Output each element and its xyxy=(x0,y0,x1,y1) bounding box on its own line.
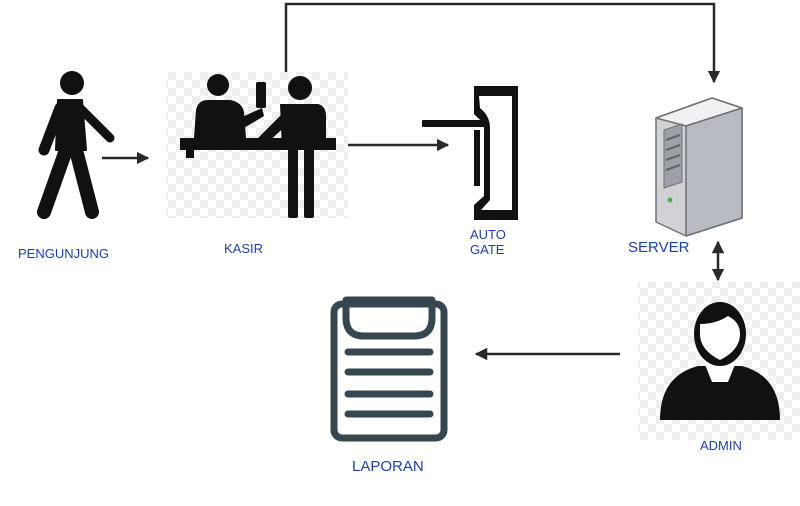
label-auto-gate-line1: AUTO xyxy=(470,227,506,242)
cashier-counter-icon xyxy=(180,74,336,218)
label-kasir: KASIR xyxy=(224,241,264,256)
label-auto-gate-line2: GATE xyxy=(470,242,505,257)
label-admin: ADMIN xyxy=(700,438,742,453)
admin-user-icon xyxy=(660,302,780,420)
connectors xyxy=(102,2,725,361)
arrow-kasir-to-server xyxy=(284,2,721,84)
server-tower-icon xyxy=(655,97,743,237)
label-pengunjung: PENGUNJUNG xyxy=(18,246,110,261)
turnstile-gate-icon xyxy=(422,86,518,220)
clipboard-report-icon xyxy=(330,296,448,442)
label-server: SERVER xyxy=(628,239,690,256)
walking-person-icon xyxy=(37,71,115,219)
label-laporan: LAPORAN xyxy=(352,458,424,475)
